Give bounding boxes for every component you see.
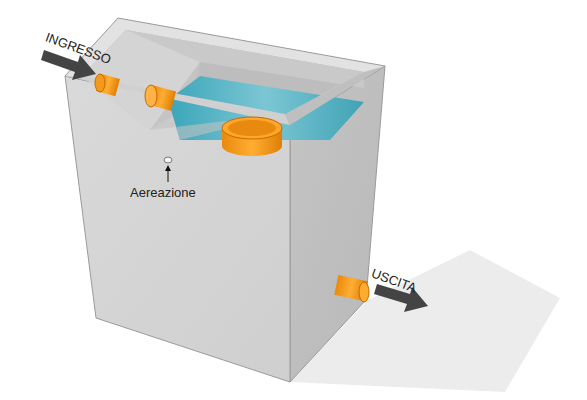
rim-right-edge xyxy=(285,66,385,125)
inlet-pipe-inner-mouth xyxy=(145,85,157,107)
aeration-hole xyxy=(164,157,172,163)
aeration-label: Aereazione xyxy=(130,186,196,199)
inlet-pipe-mouth xyxy=(95,74,105,92)
outlet-riser-hole xyxy=(228,120,276,136)
outlet-riser-top xyxy=(222,117,282,139)
outlet-pipe-mouth xyxy=(359,282,369,302)
aeration-arrowhead xyxy=(165,165,171,171)
